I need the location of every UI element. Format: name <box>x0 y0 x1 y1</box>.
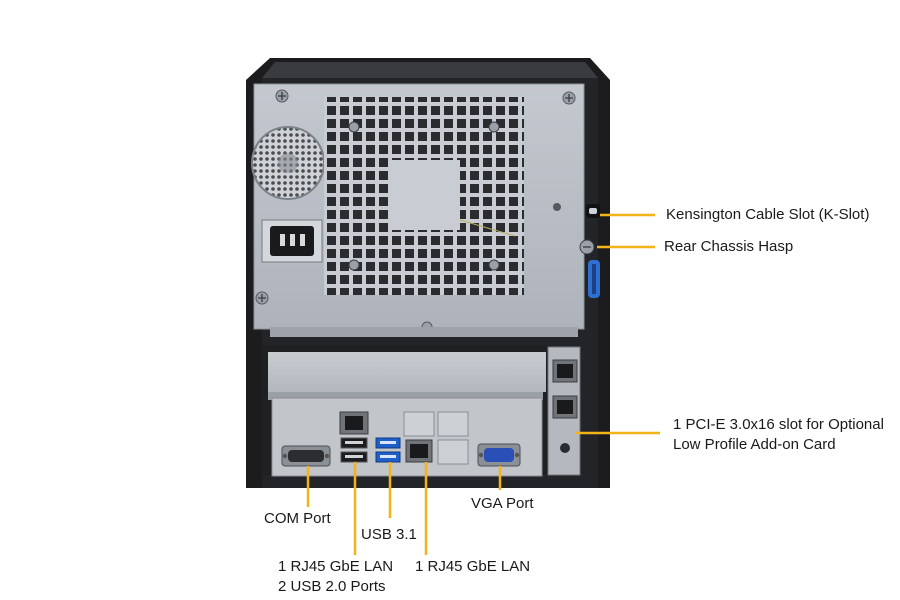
fan-grille-icon <box>324 97 524 295</box>
hasp-hardware <box>579 204 600 298</box>
com-port-icon <box>281 445 331 467</box>
rj45-port-icon <box>405 439 433 463</box>
label-com: COM Port <box>264 510 331 527</box>
power-inlet-icon <box>261 219 323 263</box>
rj45-port-icon <box>339 411 369 435</box>
label-usb31: USB 3.1 <box>361 526 417 543</box>
label-lan-usb-line1: 1 RJ45 GbE LAN <box>278 558 394 575</box>
io-knockouts <box>403 411 469 465</box>
vga-port-icon <box>477 443 521 467</box>
label-pcie-line1: 1 PCI-E 3.0x16 slot for Optional <box>673 416 884 433</box>
label-lan-usb: 1 RJ45 GbE LAN 2 USB 2.0 Ports <box>278 557 393 597</box>
label-kensington: Kensington Cable Slot (K-Slot) <box>666 206 870 223</box>
psu-vent-icon <box>251 126 325 200</box>
usb31-port-icon <box>375 437 401 463</box>
label-pcie: 1 PCI-E 3.0x16 slot for Optional Low Pro… <box>673 415 884 455</box>
panel-divider <box>270 327 578 337</box>
pcie-card-ports <box>552 359 578 453</box>
label-hasp: Rear Chassis Hasp <box>664 238 794 255</box>
screw-icon <box>255 89 576 333</box>
label-lan: 1 RJ45 GbE LAN <box>415 558 531 575</box>
label-lan-usb-line2: 2 USB 2.0 Ports <box>278 578 386 595</box>
label-pcie-line2: Low Profile Add-on Card <box>673 436 836 453</box>
label-vga: VGA Port <box>471 495 534 512</box>
callout-lines <box>306 213 660 555</box>
